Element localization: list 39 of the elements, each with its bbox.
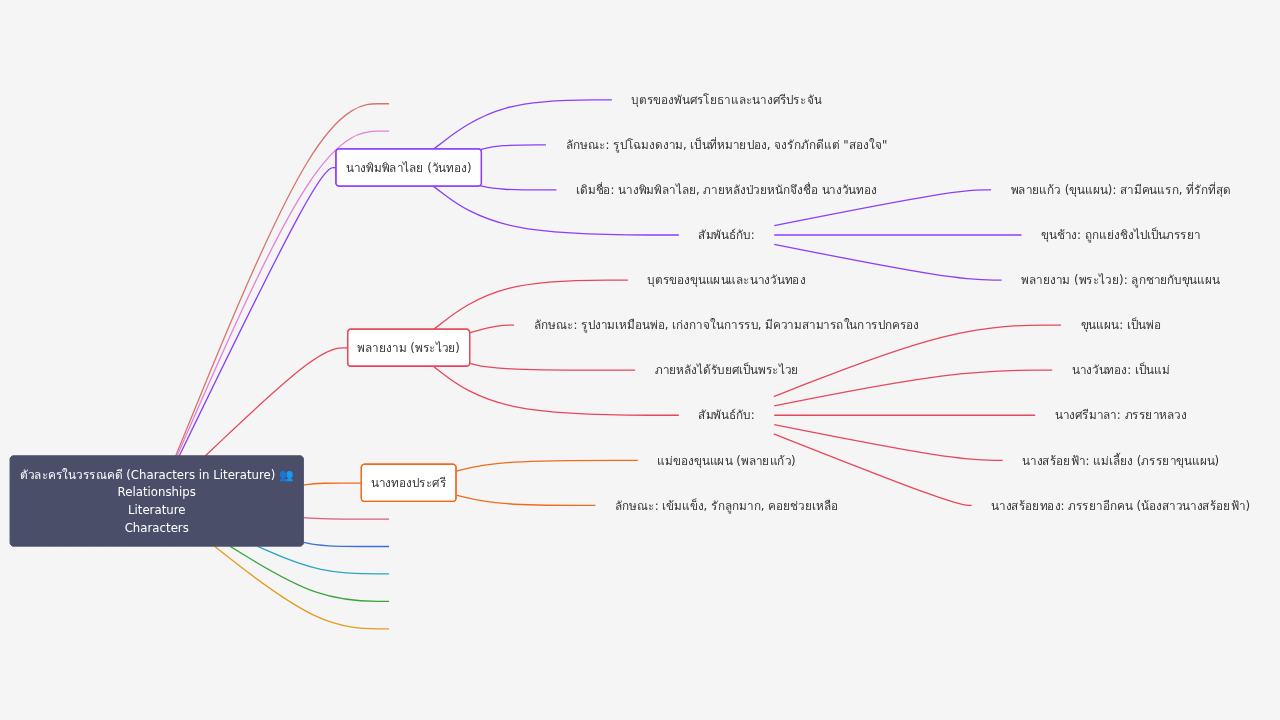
connector bbox=[302, 541, 390, 548]
node-text: พลายงาม (พระไวย): ลูกชายกับขุนแผน bbox=[1021, 273, 1221, 288]
connector bbox=[302, 517, 390, 520]
node-text: ลักษณะ: เข้มแข็ง, รักลูกมาก, คอยช่วยเหลือ bbox=[614, 498, 839, 513]
connector bbox=[432, 185, 680, 236]
connector bbox=[773, 433, 973, 507]
connector bbox=[469, 362, 636, 371]
connector bbox=[213, 545, 390, 630]
node-text: ขุนแผน: เป็นพ่อ bbox=[1080, 318, 1161, 333]
connector bbox=[773, 234, 1023, 236]
node-text: นางวันทอง: เป็นแม่ bbox=[1071, 363, 1170, 378]
connector bbox=[432, 99, 613, 150]
connector bbox=[229, 545, 390, 603]
node-text: ขุนช้าง: ถูกแย่งชิงไปเป็นภรรยา bbox=[1041, 228, 1201, 242]
connector bbox=[432, 279, 629, 331]
connector bbox=[773, 369, 1053, 407]
connector bbox=[773, 324, 1062, 398]
connector bbox=[469, 324, 515, 334]
mind-map-diagram: ตัวละครในวรรณคดี (Characters in Literature) 👥 Relationships Literature Characters นางพิมพิลาไลย (วันทอง) บุตรของพันศรโยธาและนางศรีประจัน ลักษณะ: รูปโฉมงดงาม, เป็นที่หมายปอง, จงรักภักดีแต่ "สองใจ" เดิมชื่อ: นางพิมพิลาไลย, ภายหลังป่วยหนักจึงชื่อ นางวันทอง สัมพันธ์กับ: พลายแก้ว (ขุนแผน): สามีคนแรก, ที่รักที่สุด ขุนช้าง: ถูกแย่งชิงไปเป็นภรรยา พลายงาม (พระไวย): ลูกชายกับขุนแผน พลายงาม (พระไวย) บุตรของขุนแผนและนางวันทอง ลักษณะ: รูปงามเหมือนพ่อ, เก่งกาจในการรบ, มีความสามารถในการปกครอง ภายหลังได้รับยศเป็นพระไวย สัมพันธ์กับ: ขุนแผน: เป็นพ่อ นางวันทอง: เป็นแม่ นางศรีมาลา: ภรรยาหลวง นางสร้อยฟ้า: แม่เลี้ยง (ภรรยาขุนแผน) นางสร้อยทอง: ภรรยาอีกคน (น้องสาวนางสร้อยฟ้า) นางทองประศรี แม่ของขุนแผน (พลายแก้ว) ลักษณะ: เข้มแข็ง, รักลูกมาก, คอยช่วยเหลือ bbox=[5, 76, 1275, 644]
node-text: ภายหลังได้รับยศเป็นพระไวย bbox=[654, 363, 799, 378]
connector bbox=[773, 189, 992, 227]
node-text: พลายแก้ว (ขุนแผน): สามีคนแรก, ที่รักที่สุด bbox=[1010, 183, 1231, 197]
connector bbox=[479, 185, 558, 191]
node-text: บุตรของพันศรโยธาและนางศรีประจัน bbox=[631, 93, 822, 107]
connector bbox=[773, 243, 1003, 281]
node-text: นางศรีมาลา: ภรรยาหลวง bbox=[1054, 408, 1187, 423]
node-text: นางสร้อยทอง: ภรรยาอีกคน (น้องสาวนางสร้อยฟ้า) bbox=[991, 498, 1251, 513]
node-text: แม่ของขุนแผน (พลายแก้ว) bbox=[657, 453, 796, 468]
node-text: บุตรของขุนแผนและนางวันทอง bbox=[647, 273, 806, 288]
node-text: นางสร้อยฟ้า: แม่เลี้ยง (ภรรยาขุนแผน) bbox=[1022, 453, 1220, 468]
node-text: ลักษณะ: รูปงามเหมือนพ่อ, เก่งกาจในการรบ, มีความสามารถในการปกครอง bbox=[533, 318, 920, 333]
node-text: เดิมชื่อ: นางพิมพิลาไลย, ภายหลังป่วยหนักจึงชื่อ นางวันทอง bbox=[576, 183, 878, 197]
connector bbox=[479, 144, 547, 151]
connector bbox=[773, 414, 1036, 416]
connector bbox=[773, 424, 1004, 462]
node-text: สัมพันธ์กับ: bbox=[698, 228, 755, 242]
node-text: สัมพันธ์กับ: bbox=[698, 408, 755, 423]
connector bbox=[432, 366, 680, 416]
node-text: ลักษณะ: รูปโฉมงดงาม, เป็นที่หมายปอง, จงรักภักดีแต่ "สองใจ" bbox=[565, 138, 888, 152]
